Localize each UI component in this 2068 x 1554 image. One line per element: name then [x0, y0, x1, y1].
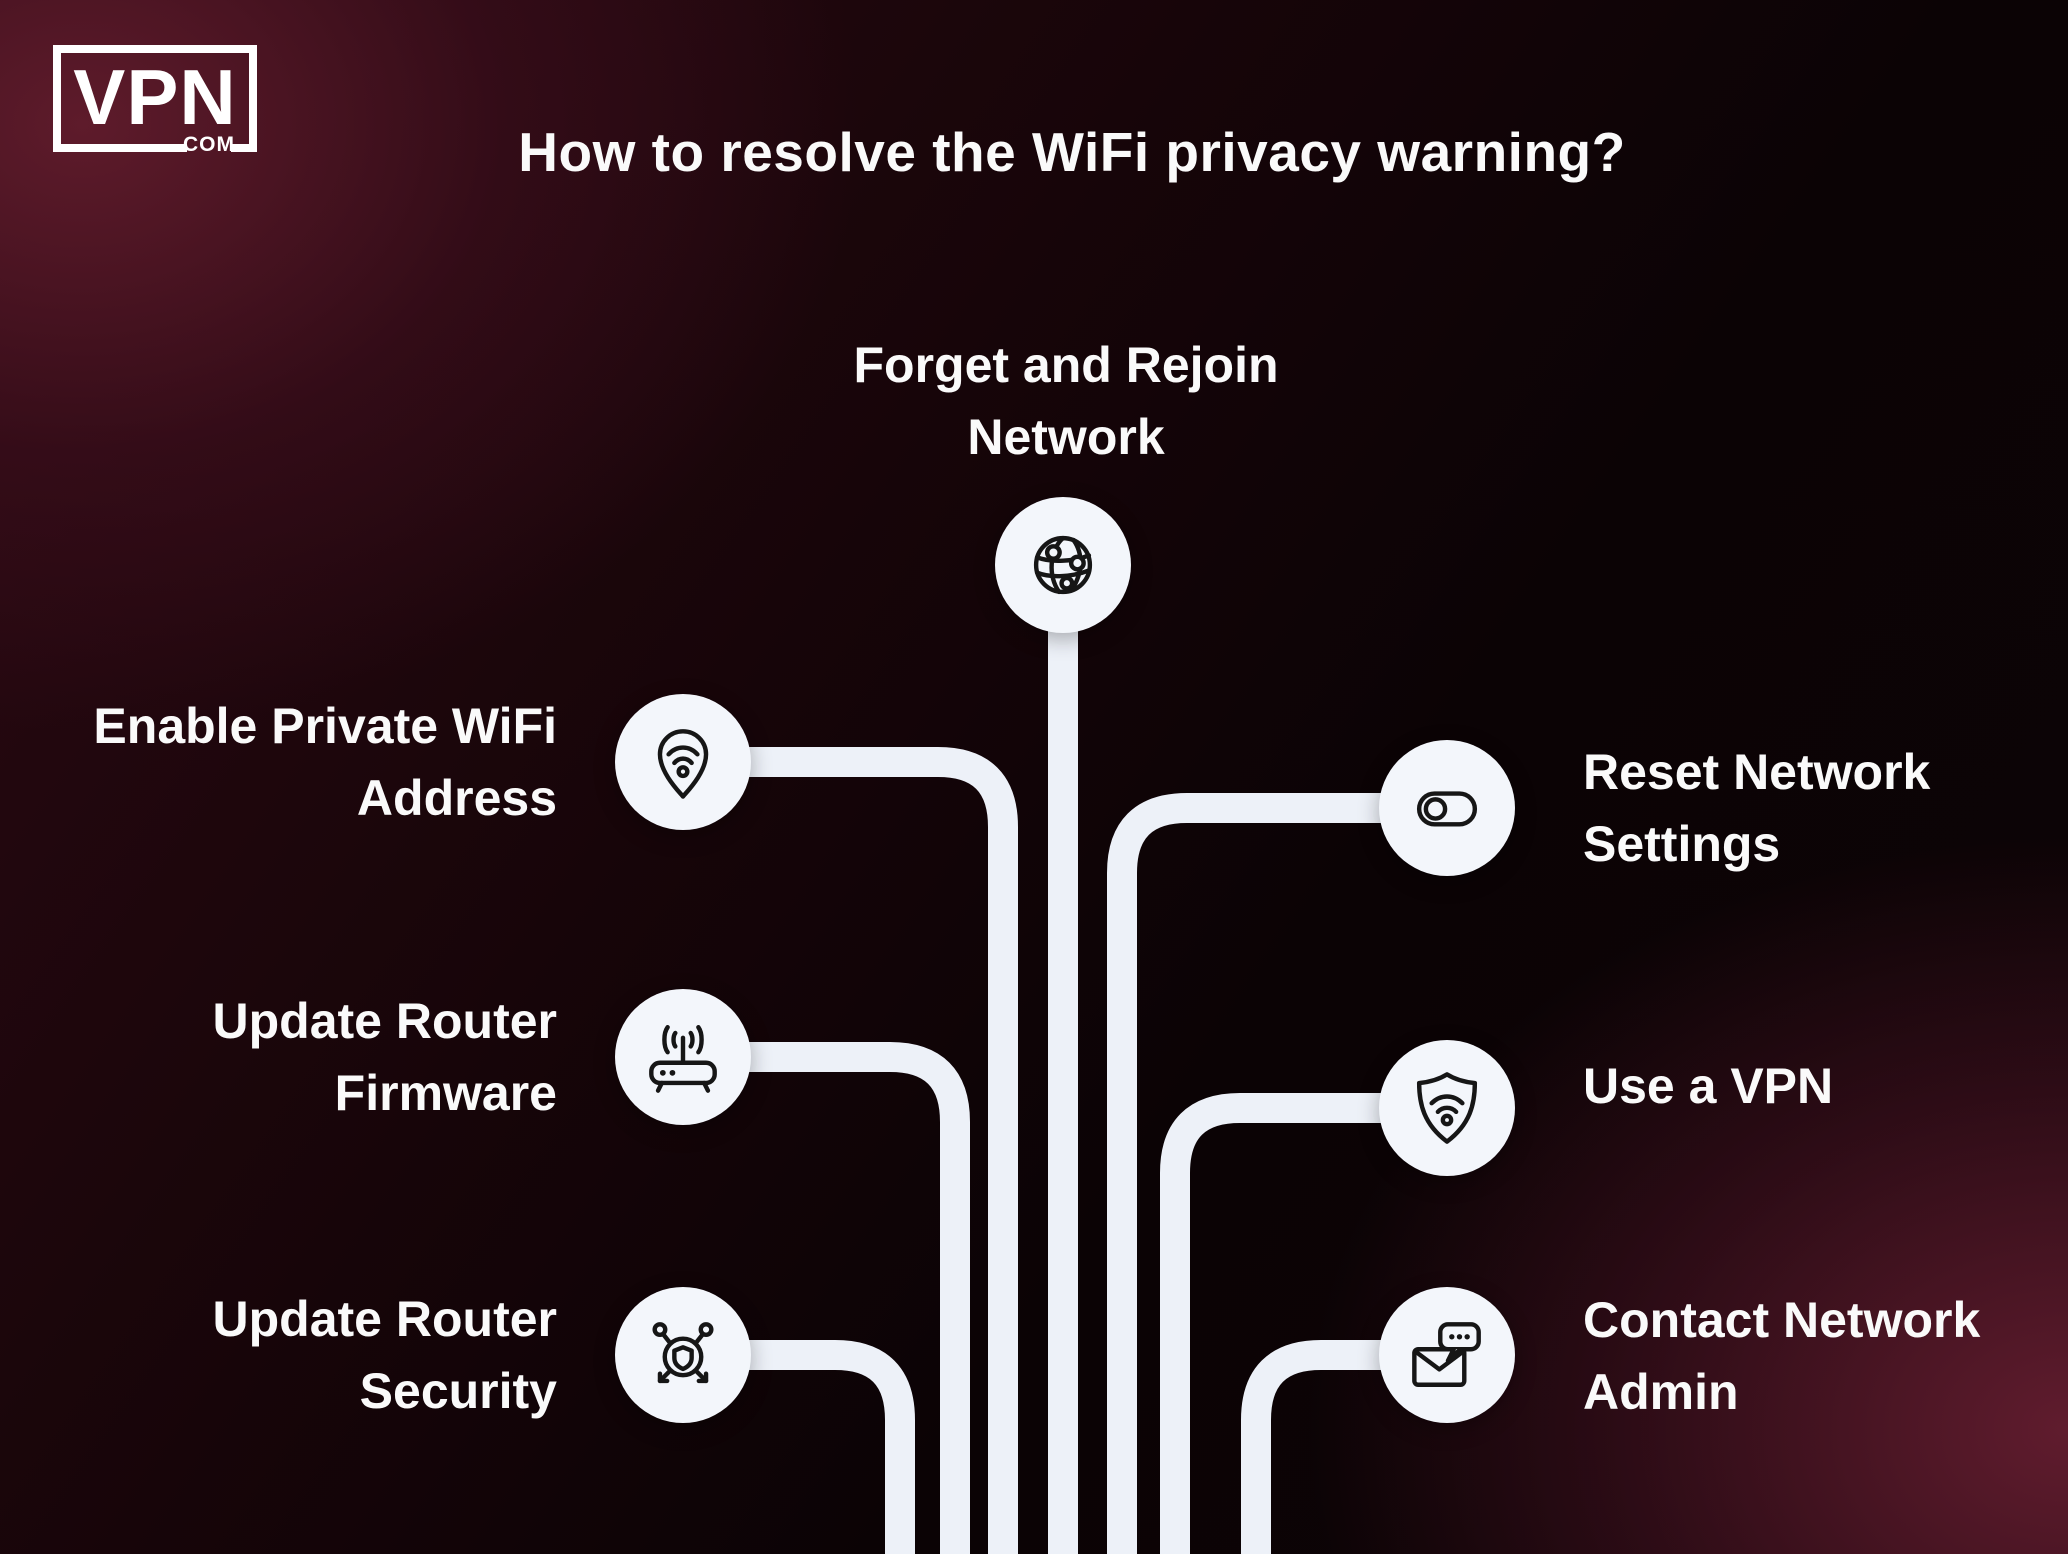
label-reset-network: Reset Network Settings — [1583, 736, 1930, 880]
logo-tld: .COM — [176, 133, 235, 156]
node-router-security — [615, 1287, 751, 1423]
trace-private-wifi — [683, 747, 1018, 1554]
label-line: Update Router — [212, 993, 557, 1049]
label-line: Use a VPN — [1583, 1058, 1834, 1114]
label-router-security: Update Router Security — [213, 1283, 557, 1427]
label-router-firmware: Update Router Firmware — [213, 985, 557, 1129]
node-use-vpn — [1379, 1040, 1515, 1176]
node-router-firmware — [615, 989, 751, 1125]
trace-router-security — [683, 1340, 915, 1554]
label-line: Firmware — [334, 1065, 557, 1121]
label-line: Settings — [1583, 816, 1781, 872]
label-line: Address — [356, 770, 557, 826]
node-contact-admin — [1379, 1287, 1515, 1423]
logo-border-segment — [53, 144, 187, 152]
logo-text: VPN — [73, 53, 237, 141]
shield-wifi-icon — [1416, 1072, 1478, 1144]
trace-use-vpn — [1160, 1093, 1447, 1554]
toggle-switch-icon — [1416, 791, 1478, 827]
mail-chat-icon — [1412, 1322, 1481, 1387]
node-private-wifi — [615, 694, 751, 830]
globe-network-icon — [1033, 535, 1093, 595]
label-line: Update Router — [212, 1291, 557, 1347]
label-line: Admin — [1583, 1364, 1739, 1420]
logo-border-segment — [231, 144, 257, 152]
node-forget-rejoin — [995, 497, 1131, 633]
wireless-router-icon — [649, 1025, 717, 1093]
label-line: Reset Network — [1583, 744, 1931, 800]
page-title: How to resolve the WiFi privacy warning? — [518, 121, 1626, 183]
trace-contact-admin — [1241, 1340, 1447, 1554]
label-contact-admin: Contact Network Admin — [1583, 1284, 1980, 1428]
label-use-vpn: Use a VPN — [1583, 1050, 1833, 1122]
label-line: Security — [359, 1363, 557, 1419]
label-line: Network — [967, 409, 1165, 465]
label-line: Forget and Rejoin — [853, 337, 1279, 393]
shield-network-icon — [652, 1322, 714, 1384]
vpn-logo: VPN .COM — [53, 45, 257, 156]
label-forget-rejoin: Forget and Rejoin Network — [666, 329, 1466, 473]
trace-reset-network — [1107, 793, 1447, 1554]
label-private-wifi: Enable Private WiFi Address — [93, 690, 557, 834]
trace-router-firmware — [683, 1042, 970, 1554]
label-line: Contact Network — [1583, 1292, 1981, 1348]
node-reset-network — [1379, 740, 1515, 876]
label-line: Enable Private WiFi — [93, 698, 557, 754]
wifi-location-pin-icon — [657, 729, 709, 799]
